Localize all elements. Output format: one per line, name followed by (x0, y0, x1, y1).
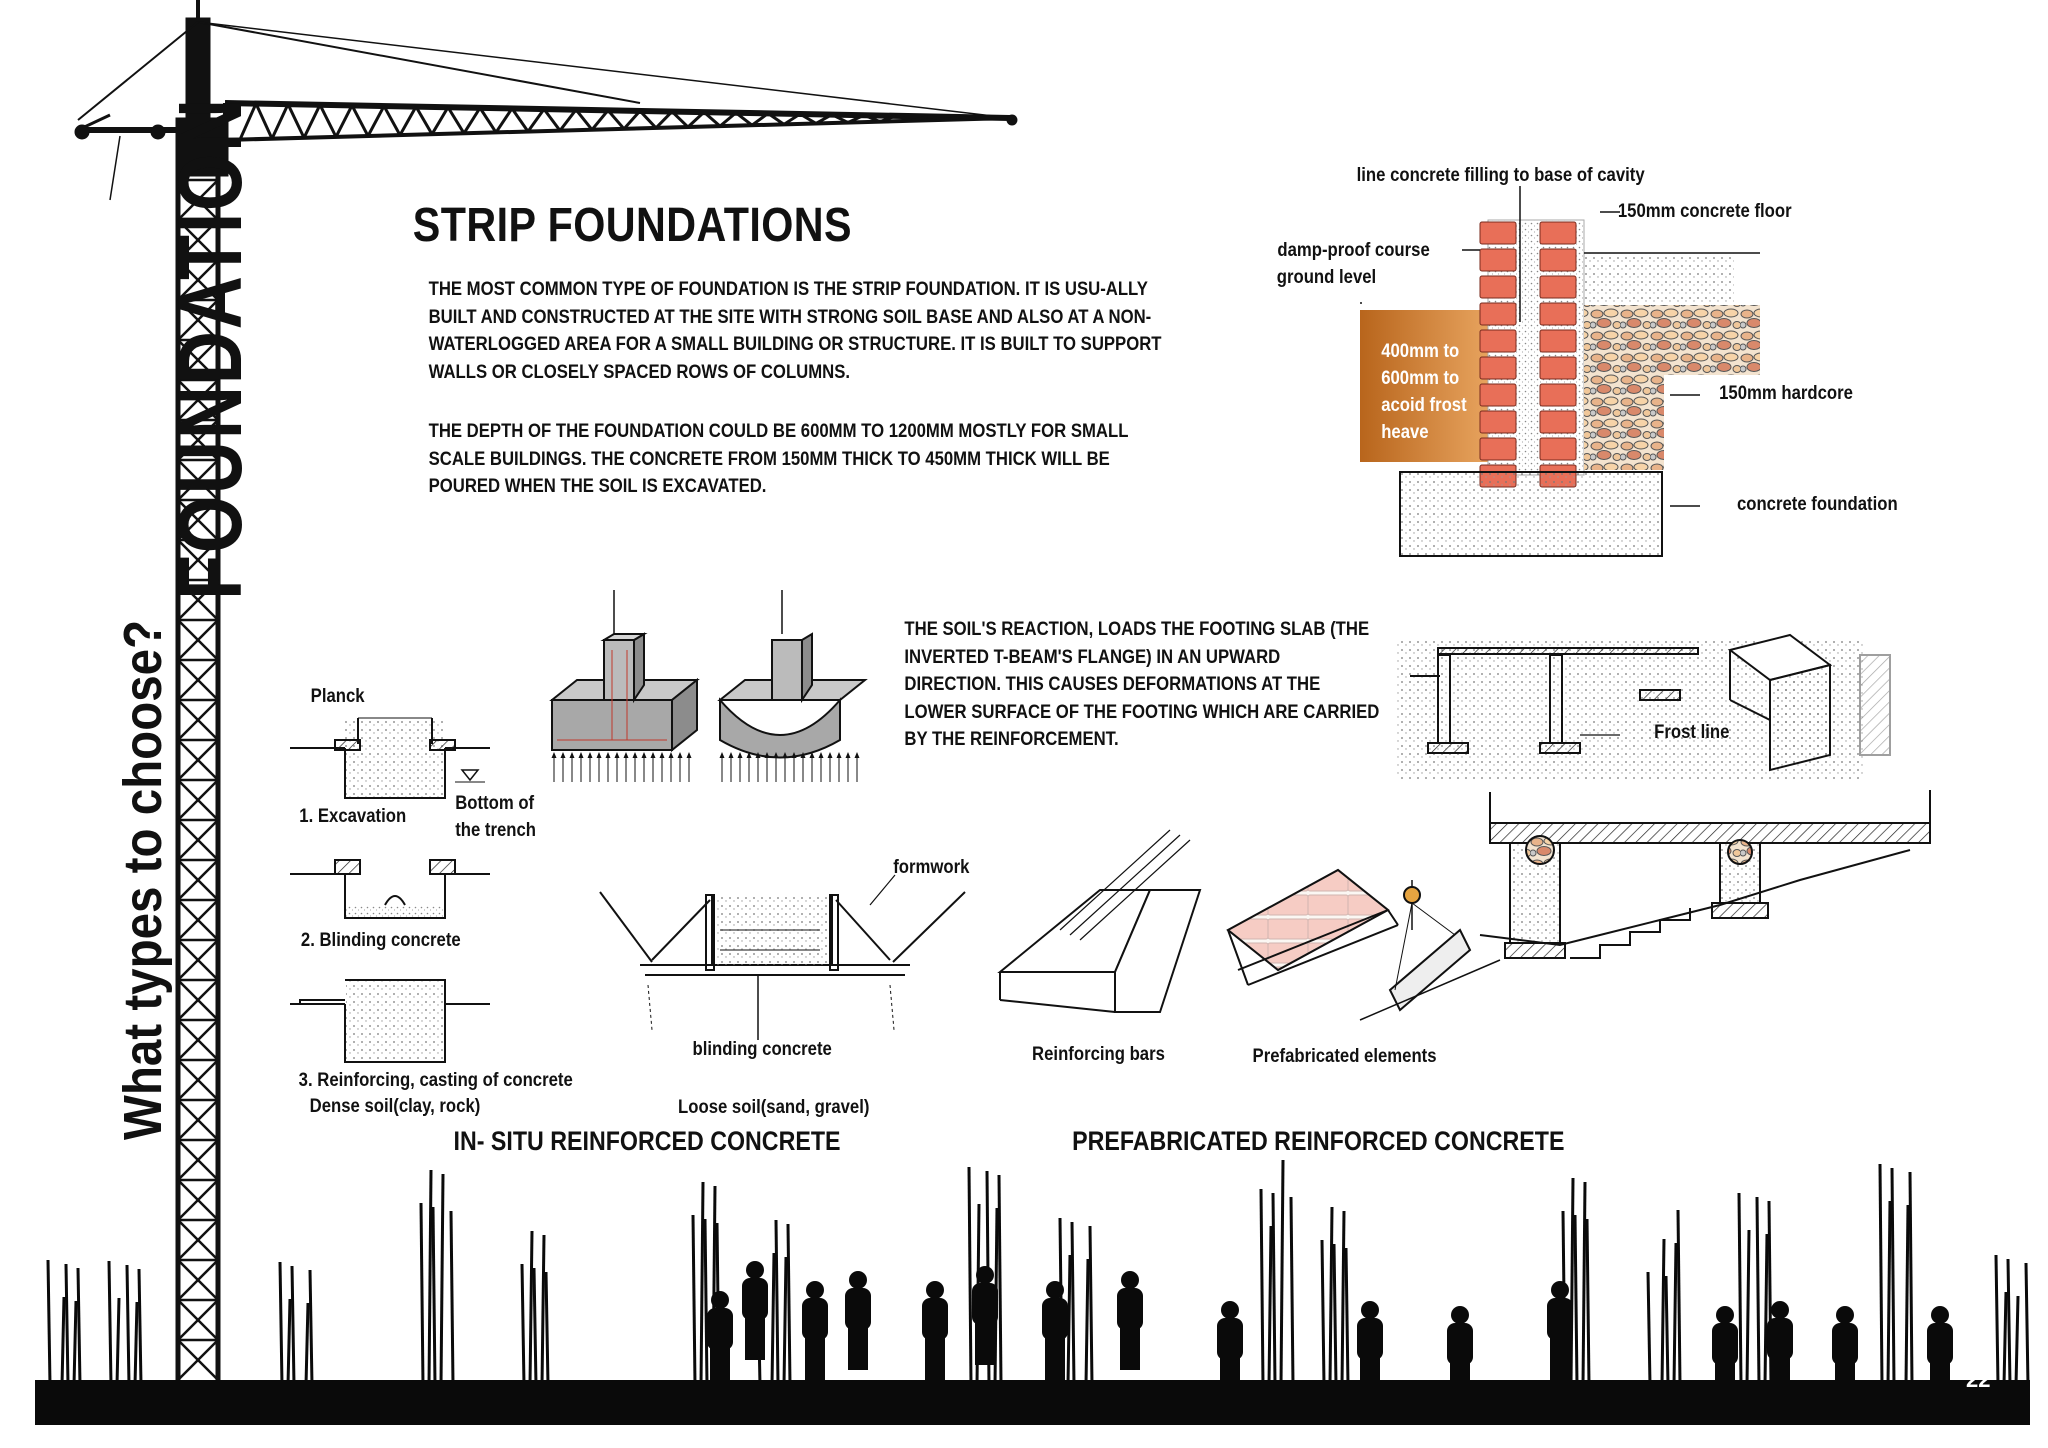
label-blinding: 2. Blinding concrete (300, 930, 461, 951)
label-reinforcing: 3. Reinforcing, casting of concrete (298, 1070, 573, 1091)
page-title: STRIP FOUNDATIONS (412, 199, 852, 252)
label-planck: Planck (310, 686, 365, 707)
subtitle-insitu: IN- SITU REINFORCED CONCRETE (453, 1126, 841, 1156)
depth-paragraph: THE DEPTH OF THE FOUNDATION COULD BE 600… (428, 421, 1129, 497)
subtitle-prefab: PREFABRICATED REINFORCED CONCRETE (1072, 1126, 1565, 1156)
label-loose-soil: Loose soil(sand, gravel) (678, 1097, 870, 1118)
strip-foundation-section (1360, 186, 1760, 557)
label-cavity-filling: line concrete filling to base of cavity (1356, 165, 1645, 186)
trench-steps (290, 717, 490, 1063)
label-concrete-foundation: concrete foundation (1736, 494, 1898, 515)
soil-reaction-text: THE SOIL'S REACTION, LOADS THE FOOTING S… (904, 619, 1380, 750)
construction-silhouette (35, 1159, 2030, 1425)
page-number: 22 (1966, 1367, 1991, 1392)
label-reinforcing-bars: Reinforcing bars (1032, 1044, 1165, 1065)
label-ground-level: ground level (1276, 267, 1377, 288)
footing-models (549, 590, 868, 782)
label-damp-proof-course: damp-proof course (1277, 240, 1430, 261)
label-frost-heave: 400mm to 600mm to acoid frost heave (1381, 341, 1467, 443)
prefab-drawings (997, 829, 1501, 1021)
label-formwork: formwork (893, 857, 970, 878)
label-trench-bottom: Bottom of the trench (455, 793, 537, 841)
label-frost-line: Frost line (1654, 722, 1730, 743)
label-hardcore: 150mm hardcore (1719, 383, 1853, 404)
crane-illustration (74, 0, 1018, 1385)
intro-paragraph: THE MOST COMMON TYPE OF FOUNDATION IS TH… (428, 279, 1162, 383)
frost-line-drawings (1395, 633, 1931, 959)
label-blinding-concrete: blinding concrete (692, 1039, 832, 1060)
side-title-question: What types to choose? (113, 619, 173, 1140)
side-title-foundation: FOUNDATION (161, 97, 261, 600)
label-prefab-elements: Prefabricated elements (1252, 1046, 1437, 1067)
label-concrete-floor: 150mm concrete floor (1617, 201, 1792, 222)
label-excavation: 1. Excavation (299, 806, 407, 827)
label-dense-soil: Dense soil(clay, rock) (309, 1096, 481, 1117)
formwork-drawing (599, 874, 966, 1040)
